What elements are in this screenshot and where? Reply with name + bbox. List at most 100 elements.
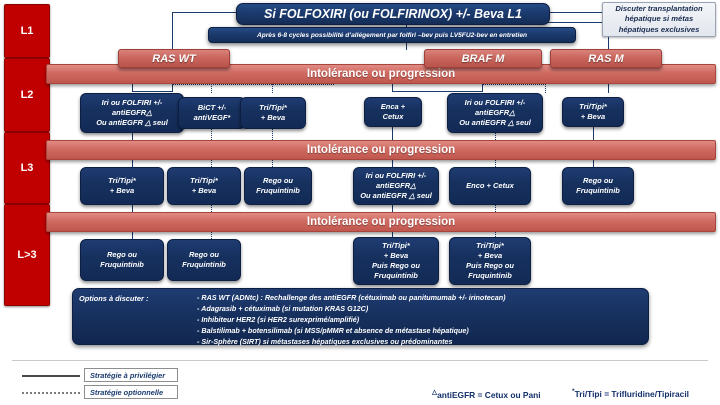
mutation-chip-ras-wt: RAS WT: [118, 49, 230, 68]
legend-item-preferred-label: Stratégie à privilégier: [90, 370, 166, 380]
level-rail-l4: L>3: [4, 204, 50, 306]
l2-box-2-line-1: BiCT +/-: [197, 103, 227, 113]
mutation-chip-ras-m-label: RAS M: [588, 52, 624, 65]
progression-bar-3: Intolérance ou progression: [46, 212, 716, 232]
mutation-chip-braf-m-label: BRAF M: [461, 52, 505, 65]
l4-box-4-line-3: Puis Rego ou: [466, 261, 514, 270]
l3-box-5[interactable]: Enco + Cetux: [449, 167, 531, 205]
l2-box-2[interactable]: BiCT +/- antiVEGF*: [178, 97, 246, 129]
l3-box-3[interactable]: Rego ou Fruquintinib: [244, 167, 312, 205]
l4-box-4-line-2: + Beva: [477, 251, 503, 261]
connector-l2e-down: [495, 133, 496, 144]
l3-box-4-line-3: Ou antiEGFR △ seul: [360, 190, 432, 200]
connector-l2-f-stem: [608, 82, 609, 93]
l4-box-3-line-2: + Beva: [383, 251, 409, 261]
level-rail-l1-label: L1: [20, 25, 34, 37]
l2-box-1-line-2: antiEGFR△: [112, 108, 152, 118]
connector-l2-d-arm: [392, 91, 483, 92]
l3-box-2-line-2: + Beva: [191, 186, 217, 195]
level-rail-l3-label: L3: [20, 162, 34, 174]
transplant-note-text: Discuter transplantation hépatique si mé…: [615, 3, 703, 34]
connector-title-left-down: [172, 12, 173, 50]
l2-box-1[interactable]: Iri ou FOLFIRI +/- antiEGFR△ Ou antiEGFR…: [80, 93, 184, 133]
connector-l4d-stem: [495, 230, 496, 239]
connector-title-left: [172, 12, 238, 13]
l3-box-6-line-1: Rego ou: [583, 176, 613, 186]
connector-l2-b-stem: [211, 84, 212, 93]
l2-box-4[interactable]: Enca + Cetux: [364, 97, 422, 127]
l3-box-4-line-2: antiEGFR△: [376, 181, 416, 191]
level-rail-l4-label: L>3: [17, 249, 37, 261]
l4-box-3-line-1: Tri/Tipi*: [382, 241, 410, 251]
connector-l2a-down: [132, 133, 133, 144]
l3-box-3-line-2: Fruquintinib: [256, 186, 300, 195]
connector-l2-c-stem: [272, 84, 273, 93]
connector-l2-a-stem: [132, 82, 133, 91]
connector-l3d-down: [392, 205, 393, 214]
connector-l4c-stem: [392, 230, 393, 239]
l2-box-5-line-2: antiEGFR△: [475, 108, 515, 118]
connector-l3a-down: [132, 205, 133, 214]
l3-box-4[interactable]: Iri ou FOLFIRI +/- antiEGFR△ Ou antiEGFR…: [353, 167, 439, 205]
l1-subtitle-text: Après 6-8 cycles possibilité d’allégemen…: [256, 31, 528, 39]
connector-title-right: [547, 12, 609, 13]
footnote-tritipi-text: Tri/Tipi = Trifluridine/Tipiracil: [574, 388, 689, 399]
legend-item-optional-label: Stratégie optionnelle: [90, 387, 164, 397]
legend-dotted-line-icon: [22, 392, 80, 394]
l2-box-5[interactable]: Iri ou FOLFIRI +/- antiEGFR△ Ou antiEGFR…: [447, 93, 543, 133]
connector-l2b-down: [211, 129, 212, 144]
footnote-antiegfr-text: antiEGFR = Cetux ou Pani: [437, 389, 541, 400]
l2-box-6-line-1: Tri/Tipi*: [579, 102, 607, 112]
legend-item-preferred: Stratégie à privilégier: [84, 368, 178, 382]
progression-bar-1: Intolérance ou progression: [46, 64, 716, 84]
connector-l3f-stem: [593, 158, 594, 167]
l2-box-6-line-2: + Beva: [580, 112, 606, 121]
connector-l2-e-stem: [545, 84, 546, 93]
level-rail-l2-label: L2: [20, 89, 34, 101]
options-panel-list: - RAS WT (ADNtc) : Rechallenge des antiE…: [197, 293, 506, 346]
connector-l4a-stem: [132, 230, 133, 239]
l2-box-1-line-1: Iri ou FOLFIRI +/-: [101, 98, 163, 108]
options-item-2: - Adagrasib + cétuximab (si mutation KRA…: [197, 303, 369, 313]
l4-box-4-line-1: Tri/Tipi*: [476, 241, 504, 251]
footer-divider: [12, 360, 708, 361]
l3-box-1[interactable]: Tri/Tipi* + Beva: [80, 167, 164, 205]
connector-l4b-stem: [211, 230, 212, 239]
progression-bar-3-label: Intolérance ou progression: [306, 216, 456, 228]
l4-box-2-line-2: Fruquintinib: [182, 260, 226, 269]
options-panel-label: Options à discuter :: [79, 294, 149, 303]
footnote-tritipi: *Tri/Tipi = Trifluridine/Tipiracil: [572, 388, 689, 399]
l2-box-3[interactable]: Tri/Tipi* + Beva: [240, 97, 306, 129]
l3-box-6[interactable]: Rego ou Fruquintinib: [562, 167, 634, 205]
progression-bar-2-label: Intolérance ou progression: [306, 144, 456, 156]
level-rail-l2: L2: [4, 58, 50, 132]
l3-box-2[interactable]: Tri/Tipi* + Beva: [167, 167, 241, 205]
l3-box-1-line-2: + Beva: [109, 186, 135, 195]
connector-l3e-down: [495, 205, 496, 214]
l1-title-bar: Si FOLFOXIRI (ou FOLFIRINOX) +/- Beva L1: [236, 3, 550, 25]
connector-l3b-stem: [211, 158, 212, 167]
l4-box-1[interactable]: Rego ou Fruquintinib: [80, 239, 164, 281]
legend-item-optional: Stratégie optionnelle: [84, 385, 178, 399]
l4-box-1-line-1: Rego ou: [107, 250, 137, 260]
l4-box-3[interactable]: Tri/Tipi* + Beva Puis Rego ou Fruquintin…: [353, 237, 439, 285]
l4-box-4[interactable]: Tri/Tipi* + Beva Puis Rego ou Fruquintin…: [449, 237, 531, 285]
mutation-chip-braf-m: BRAF M: [424, 49, 542, 68]
l2-box-4-line-2: Cetux: [382, 112, 404, 121]
l4-box-2[interactable]: Rego ou Fruquintinib: [167, 239, 241, 281]
connector-l3d-stem: [392, 158, 393, 167]
l2-box-4-line-1: Enca +: [380, 102, 406, 112]
l3-box-3-line-1: Rego ou: [263, 176, 293, 186]
l3-box-6-line-2: Fruquintinib: [576, 186, 620, 195]
mutation-chip-ras-wt-label: RAS WT: [152, 52, 196, 65]
l4-box-3-line-3: Puis Rego ou: [372, 261, 420, 270]
l3-box-5-line-1: Enco + Cetux: [466, 181, 514, 191]
mutation-chip-ras-m: RAS M: [550, 49, 662, 68]
l4-box-3-line-4: Fruquintinib: [374, 270, 418, 280]
connector-l2c-down: [272, 129, 273, 144]
options-panel: Options à discuter : - RAS WT (ADNtc) : …: [72, 288, 649, 346]
l2-box-3-line-2: + Beva: [260, 113, 286, 122]
connector-l2-a-arm: [132, 91, 173, 92]
footnote-antiegfr: △antiEGFR = Cetux ou Pani: [432, 388, 541, 400]
l2-box-6[interactable]: Tri/Tipi* + Beva: [562, 97, 624, 127]
